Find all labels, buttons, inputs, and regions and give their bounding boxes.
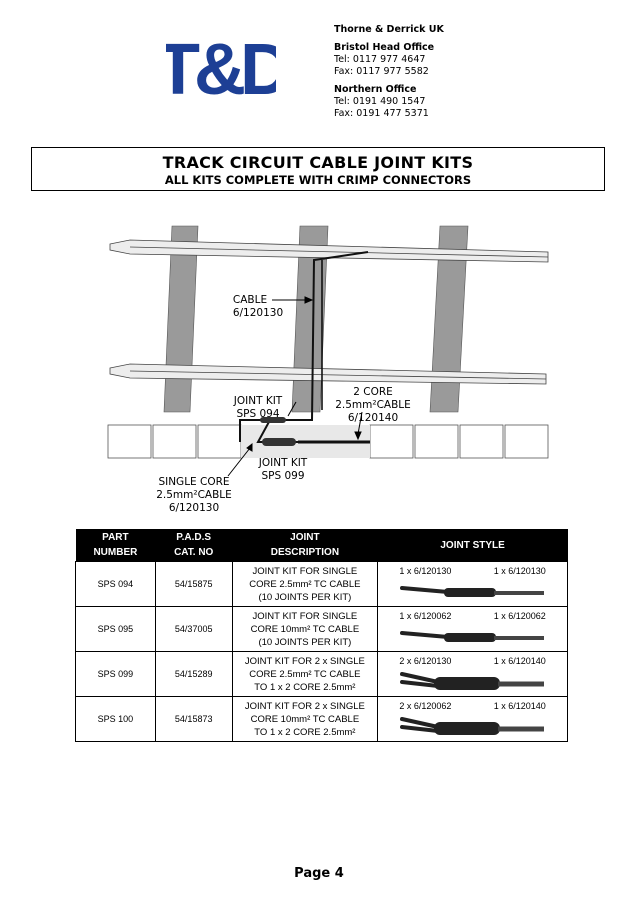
joint-style: 2 x 6/120130 1 x 6/120140	[377, 651, 568, 697]
table-row: SPS 100 54/15873 JOINT KIT FOR 2 x SINGL…	[75, 696, 568, 742]
part-number: SPS 100	[75, 696, 156, 742]
cable-label: CABLE	[233, 294, 267, 306]
single-core-label: SINGLE CORE	[158, 476, 229, 488]
office-fax: Fax: 0117 977 5582	[334, 66, 429, 77]
cat-number: 54/15289	[154, 651, 233, 697]
right-cable: 1 x 6/120130	[493, 565, 546, 576]
two-core-label: 2 CORE	[353, 386, 393, 398]
joint-kit-099-label: JOINT KIT	[258, 457, 308, 469]
office-name: Bristol Head Office	[334, 42, 435, 53]
single-core-label: 2.5mm²CABLE	[156, 489, 232, 501]
double-joint-icon	[399, 671, 544, 690]
part-number: SPS 094	[75, 561, 156, 607]
left-cable: 1 x 6/120130	[399, 565, 452, 576]
left-cable: 1 x 6/120062	[399, 610, 452, 621]
office-fax: Fax: 0191 477 5371	[334, 108, 429, 119]
single-joint-icon	[399, 630, 544, 642]
joint-kit-094-label: SPS 094	[236, 408, 279, 420]
joint-style: 1 x 6/120062 1 x 6/120062	[377, 606, 568, 652]
cable-label: 6/120130	[233, 307, 283, 319]
title-box: TRACK CIRCUIT CABLE JOINT KITS ALL KITS …	[31, 147, 605, 191]
cat-number: 54/15875	[154, 561, 233, 607]
rails	[109, 239, 549, 385]
office-tel: Tel: 0191 490 1547	[334, 96, 426, 107]
joint-094-icon	[260, 417, 286, 423]
contact-block: Thorne & Derrick UK Bristol Head Office …	[334, 24, 444, 120]
track-diagram: CABLE 6/120130 JOINT KIT SPS 094 2 CORE …	[107, 225, 549, 514]
page-number: Page 4	[294, 866, 344, 881]
page-subtitle: ALL KITS COMPLETE WITH CRIMP CONNECTORS	[164, 173, 472, 187]
two-core-label: 6/120140	[348, 412, 398, 424]
logo-text: T&D	[166, 30, 276, 106]
cables	[239, 251, 370, 444]
right-cable: 1 x 6/120140	[493, 655, 546, 666]
part-number: SPS 095	[75, 606, 156, 652]
table-row: SPS 099 54/15289 JOINT KIT FOR 2 x SINGL…	[75, 651, 568, 697]
two-core-label: 2.5mm²CABLE	[335, 399, 411, 411]
cat-number: 54/15873	[154, 696, 233, 742]
joint-099-icon	[262, 438, 296, 446]
single-core-label: 6/120130	[169, 502, 219, 514]
office-name: Northern Office	[334, 84, 417, 95]
right-cable: 1 x 6/120062	[493, 610, 546, 621]
ground-blocks	[107, 424, 549, 459]
page-title: TRACK CIRCUIT CABLE JOINT KITS	[162, 153, 474, 172]
part-number: SPS 099	[75, 651, 156, 697]
joint-style: 1 x 6/120130 1 x 6/120130	[377, 561, 568, 607]
office-tel: Tel: 0117 977 4647	[334, 54, 426, 65]
left-cable: 2 x 6/120130	[399, 655, 452, 666]
joint-kit-099-label: SPS 099	[261, 470, 304, 482]
single-joint-icon	[399, 585, 544, 597]
right-cable: 1 x 6/120140	[493, 700, 546, 711]
cat-number: 54/37005	[154, 606, 233, 652]
pointer-arrows	[227, 296, 363, 477]
joint-style: 2 x 6/120062 1 x 6/120140	[377, 696, 568, 742]
header-joint-style: JOINT STYLE	[377, 529, 568, 562]
td-logo: T&D	[166, 26, 276, 106]
joint-kit-094-label: JOINT KIT	[233, 395, 283, 407]
left-cable: 2 x 6/120062	[399, 700, 452, 711]
company-name: Thorne & Derrick UK	[334, 24, 444, 35]
double-joint-icon	[399, 716, 544, 735]
